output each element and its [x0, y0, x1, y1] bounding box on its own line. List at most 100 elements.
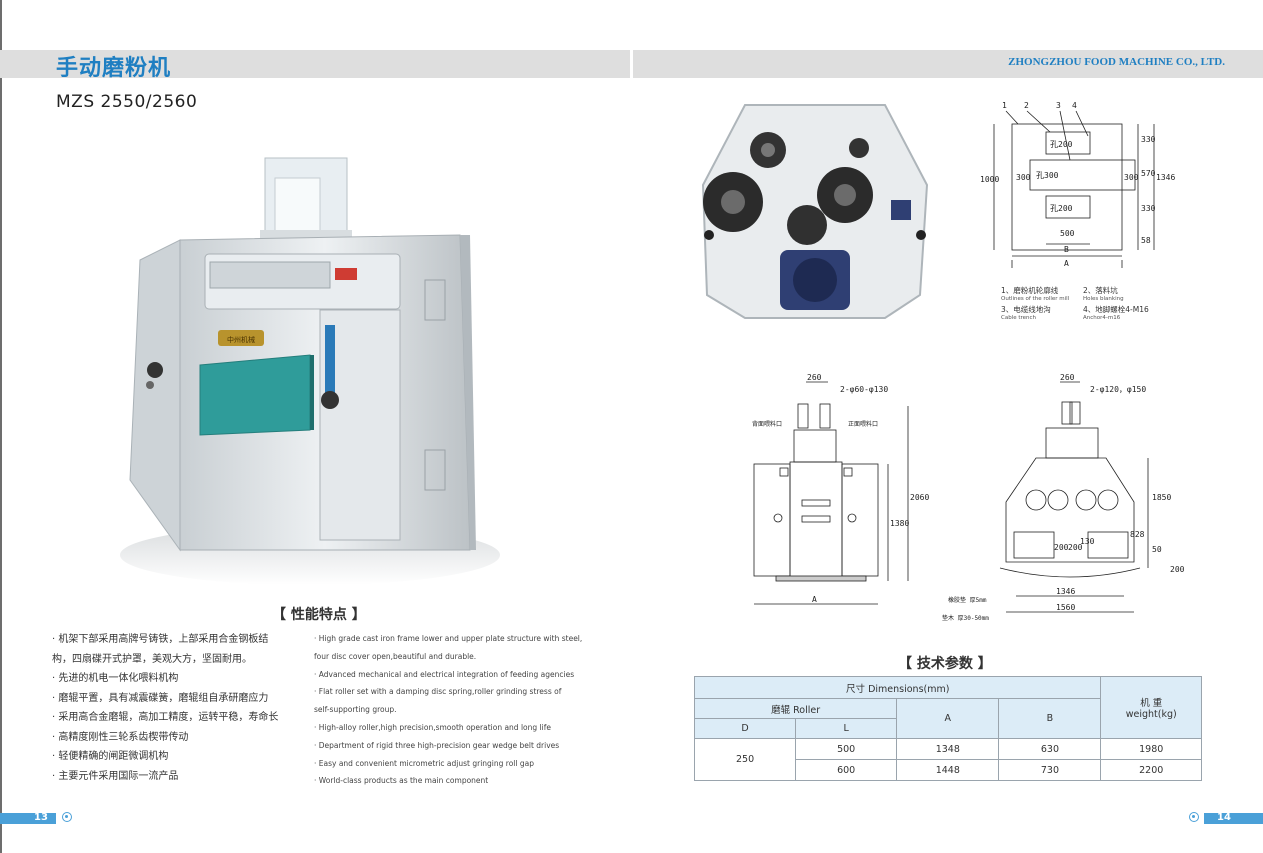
callout-1: 1 [1002, 101, 1007, 110]
col-A-header: A [896, 698, 1000, 739]
note-rubber-pad: 橡胶垫 厚5mm [948, 596, 987, 604]
front-elevation-drawing: 260 2-φ60-φ130 背面喂料口 正面喂料口 2060 1380 A [752, 373, 929, 605]
legend-item: 3、电缆线地沟 [1001, 305, 1051, 314]
dim-1380: 1380 [890, 519, 909, 528]
col-L-header: L [795, 718, 898, 739]
page-title: 手动磨粉机 [56, 55, 172, 81]
legend-item-en: Holes blanking [1083, 296, 1124, 302]
weight-header: 机 重 weight(kg) [1100, 676, 1202, 739]
port-spec: 2-φ120，φ150 [1090, 385, 1146, 394]
company-name: ZHONGZHOU FOOD MACHINE CO., LTD. [1008, 56, 1225, 68]
roller-header: 磨辊 Roller [693, 698, 898, 719]
label-front-feed: 正面喂料口 [848, 420, 878, 428]
spec-heading: 【 技术参数 】 [898, 656, 992, 672]
dim-200: 200 [1054, 543, 1069, 552]
feature-cn-item: · 采用高合金磨辊，高加工精度，运转平稳，寿命长 [52, 712, 279, 723]
feature-cn-item: · 机架下部采用高牌号铸铁，上部采用合金钢板结 [52, 634, 269, 645]
page-number-right: 14 [1217, 812, 1231, 823]
cell-D: 250 [693, 738, 797, 781]
dim-1346: 1346 [1056, 587, 1075, 596]
feature-en-item: self-supporting group. [314, 705, 397, 715]
cell-A: 1348 [896, 738, 1000, 760]
legend-item: 4、地脚螺栓4-M16 [1083, 305, 1149, 314]
col-B-header: B [998, 698, 1102, 739]
dim-A: A [812, 595, 817, 604]
feature-cn-item: · 先进的机电一体化喂料机构 [52, 673, 179, 684]
feature-en-item: · Advanced mechanical and electrical int… [314, 669, 575, 679]
dim-300: 300 [1124, 173, 1139, 182]
dim-1000: 1000 [980, 175, 999, 184]
feature-cn-item: · 高精度刚性三轮系齿楔带传动 [52, 731, 189, 743]
callout-4: 4 [1072, 101, 1077, 110]
feature-cn-item: · 磨辊平置，具有减震碟簧，磨辊组自承研磨应力 [52, 692, 269, 704]
callout-2: 2 [1024, 101, 1029, 110]
dim-330: 330 [1141, 135, 1156, 144]
legend-item-en: Outlines of the roller mill [1001, 296, 1070, 302]
dim-A: A [1064, 259, 1069, 268]
feature-en-item: · Flat roller set with a damping disc sp… [314, 687, 562, 697]
spec-table: 尺寸 Dimensions(mm) 机 重 weight(kg) 磨辊 Roll… [693, 676, 1202, 781]
legend-item: 1、磨粉机轮廓线 [1001, 286, 1059, 295]
cell-L: 500 [795, 738, 898, 760]
dim-1850: 1850 [1152, 493, 1171, 502]
roller-mill-photo: 中州机械 [120, 157, 500, 585]
note-wood-pad: 垫木 厚30-50mm [942, 614, 989, 622]
dim-570: 570 [1141, 169, 1156, 178]
cell-B: 630 [998, 738, 1102, 760]
port-spec: 2-φ60-φ130 [840, 385, 888, 394]
hole-label: 孔300 [1036, 171, 1059, 180]
feature-en-item: · High-alloy roller,high precision,smoot… [314, 722, 551, 732]
dim-260: 260 [807, 373, 822, 382]
feature-en-item: · Easy and convenient micrometric adjust… [314, 758, 534, 768]
page-dot-icon [1189, 812, 1199, 822]
label-rear-feed: 背面喂料口 [752, 420, 782, 428]
dim-1560: 1560 [1056, 603, 1075, 612]
cell-B: 730 [998, 759, 1102, 781]
page-spine [0, 0, 2, 853]
dim-2060: 2060 [910, 493, 929, 502]
legend-item: 2、落料坑 [1083, 286, 1118, 295]
page-number-bar-left [0, 813, 56, 824]
feature-cn-item: · 主要元件采用国际一流产品 [52, 770, 179, 782]
internal-drive-photo [701, 104, 929, 319]
dim-50: 50 [1152, 545, 1162, 554]
table-row: 250 500 1348 630 1980 [693, 738, 1202, 781]
page-number-bar-right [1204, 813, 1263, 824]
feature-en-item: · Department of rigid three high-precisi… [314, 740, 560, 750]
feature-cn-item: 构，四扇碟开式护罩，美观大方，坚固耐用。 [52, 653, 252, 665]
dim-1346: 1346 [1156, 173, 1175, 182]
cell-A: 1448 [896, 759, 1000, 781]
legend-item-en: Cable trench [1001, 315, 1037, 321]
header-band-left [0, 50, 630, 78]
features-heading: 【 性能特点 】 [272, 607, 366, 623]
dim-300: 300 [1016, 173, 1031, 182]
dim-260: 260 [1060, 373, 1075, 382]
dim-500: 500 [1060, 229, 1075, 238]
machine-label: 中州机械 [227, 335, 255, 344]
weight-header-cn: 机 重 [1140, 698, 1163, 709]
hole-label: 孔200 [1050, 204, 1073, 213]
feature-en-item: · World-class products as the main compo… [314, 776, 489, 786]
foundation-plan-drawing: 1 2 3 4 孔200 孔300 孔200 330 570 330 1346 … [980, 101, 1175, 268]
feature-en-item: four disc cover open,beautiful and durab… [314, 651, 477, 661]
dim-B: B [1064, 245, 1069, 254]
header-band-right [633, 50, 1263, 78]
page-dot-icon [62, 812, 72, 822]
hole-label: 孔200 [1050, 140, 1073, 149]
cell-weight: 1980 [1100, 738, 1202, 760]
features-cn-list: · 机架下部采用高牌号铸铁，上部采用合金钢板结 构，四扇碟开式护罩，美观大方，坚… [52, 630, 312, 786]
dim-828: 828 [1130, 530, 1145, 539]
dimensions-header: 尺寸 Dimensions(mm) [693, 676, 1102, 699]
dim-130: 130 [1080, 537, 1095, 546]
dim-200: 200 [1170, 565, 1185, 574]
dim-330: 330 [1141, 204, 1156, 213]
feature-cn-item: · 轻便精确的闸距微调机构 [52, 751, 169, 762]
feature-en-item: · High grade cast iron frame lower and u… [314, 634, 583, 643]
table-row: 600 1448 730 2200 [695, 759, 1202, 781]
side-elevation-drawing: 260 2-φ120，φ150 1850 828 50 200 200 200 … [942, 373, 1185, 622]
weight-header-en: weight(kg) [1125, 709, 1177, 720]
features-en-list: · High grade cast iron frame lower and u… [314, 630, 614, 790]
page-number-left: 13 [34, 812, 48, 823]
model-number: MZS 2550/2560 [56, 92, 198, 112]
